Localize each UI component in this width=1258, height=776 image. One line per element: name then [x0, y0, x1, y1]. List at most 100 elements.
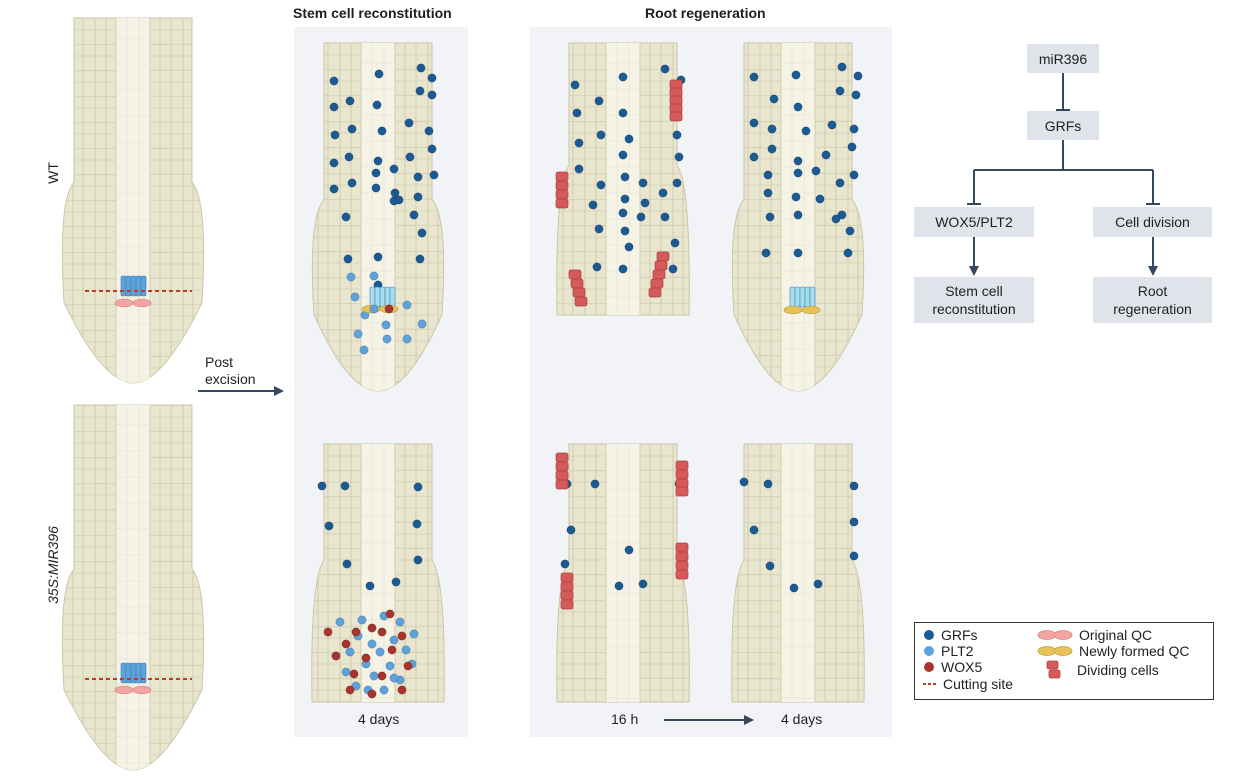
newly-formed-qc [801, 305, 821, 315]
grf-dot [596, 180, 606, 190]
wox5-dot-icon [924, 662, 934, 672]
grf-dot [329, 102, 339, 112]
grf-dot [638, 178, 648, 188]
grf-dot [405, 152, 415, 162]
grf-dot [342, 559, 352, 569]
grf-dot [624, 242, 634, 252]
legend-plt2-label: PLT2 [941, 643, 974, 659]
stem-cell [794, 286, 801, 308]
stem-cell [809, 286, 816, 308]
plt2-dot [389, 635, 399, 645]
grf-dot [847, 142, 857, 152]
wox5-dot [377, 627, 387, 637]
flow-connectors [967, 72, 1160, 276]
grf-dot [389, 164, 399, 174]
grf-dot [658, 188, 668, 198]
grf-dot [347, 178, 357, 188]
wt-root [61, 17, 205, 384]
grf-dot [412, 519, 422, 529]
plt2-dot [369, 271, 379, 281]
original-qc [132, 298, 152, 308]
dividing-cell [555, 171, 569, 182]
wox5-dot [387, 645, 397, 655]
stem-recon-line1: Stem cell [945, 283, 1003, 299]
grf-dot [588, 200, 598, 210]
grf-dot [793, 248, 803, 258]
stem-cell [125, 275, 132, 297]
root-regeneration-title: Root regeneration [645, 5, 766, 21]
legend-original-qc-label: Original QC [1079, 627, 1153, 643]
grf-dot [560, 559, 570, 569]
grf-dot [670, 238, 680, 248]
dividing-cell [568, 269, 582, 280]
grf-dot [413, 172, 423, 182]
grf-dot [835, 178, 845, 188]
grf-dot [793, 210, 803, 220]
scr-4days-caption: 4 days [358, 711, 400, 727]
grf-dot [394, 195, 404, 205]
plt2-dot [395, 617, 405, 627]
grf-dot [365, 581, 375, 591]
grf-dot [424, 126, 434, 136]
cutting-line-icon [923, 683, 937, 685]
grf-dot [791, 70, 801, 80]
dividing-cell [555, 452, 569, 463]
grf-dot [672, 178, 682, 188]
vascular-core [606, 444, 640, 702]
grf-dot [594, 96, 604, 106]
grf-dot [763, 170, 773, 180]
dividing-cell [560, 581, 574, 592]
plt2-dot [375, 647, 385, 657]
grfs-box: GRFs [1027, 111, 1099, 140]
plt2-dot [409, 629, 419, 639]
rr-16h-mir-root [555, 443, 690, 703]
dividing-cell [675, 560, 689, 571]
grf-dot [849, 481, 859, 491]
mir396-root [61, 404, 205, 771]
stem-cell-reconstitution-box: Stem cell reconstitution [914, 277, 1034, 323]
wox5-dot [349, 669, 359, 679]
newly-formed-qc [783, 305, 803, 315]
post-excision-arrow [198, 386, 284, 396]
stem-cell-title: Stem cell reconstitution [293, 5, 452, 21]
wox5-dot [331, 651, 341, 661]
cell-division-box: Cell division [1093, 207, 1212, 237]
grf-dot [391, 577, 401, 587]
grf-dot [837, 62, 847, 72]
grf-dot [427, 73, 437, 83]
dividing-cell [650, 278, 664, 289]
grf-dot [749, 118, 759, 128]
dividing-cell [574, 296, 588, 307]
dividing-cell [669, 111, 683, 122]
rr-4days-caption: 4 days [781, 711, 823, 727]
root-tissue [61, 17, 205, 384]
grf-dot [668, 264, 678, 274]
grf-dot [801, 126, 811, 136]
root-regen-line1: Root [1137, 283, 1168, 299]
grf-dot [371, 183, 381, 193]
root-cells [556, 444, 690, 702]
grf-dot [618, 264, 628, 274]
grf-dot [413, 192, 423, 202]
grf-dot [415, 254, 425, 264]
plt2-dot [401, 645, 411, 655]
wox5-dot [384, 304, 394, 314]
grf-dot [674, 152, 684, 162]
wox5-dot [377, 671, 387, 681]
grf-dot [660, 64, 670, 74]
dividing-cell [572, 287, 586, 298]
grf-dot [618, 108, 628, 118]
grf-dot [813, 579, 823, 589]
grf-dot [845, 226, 855, 236]
grf-dot [574, 138, 584, 148]
root-tissue [731, 443, 865, 703]
plt2-dot [367, 639, 377, 649]
dividing-cell [555, 198, 569, 209]
scr-wt-root [311, 42, 445, 392]
stem-recon-line2: reconstitution [932, 301, 1016, 317]
dividing-cell [675, 569, 689, 580]
grf-dot [811, 166, 821, 176]
grf-dot [763, 188, 773, 198]
plt2-dot [351, 681, 361, 691]
root-cells [62, 405, 204, 770]
